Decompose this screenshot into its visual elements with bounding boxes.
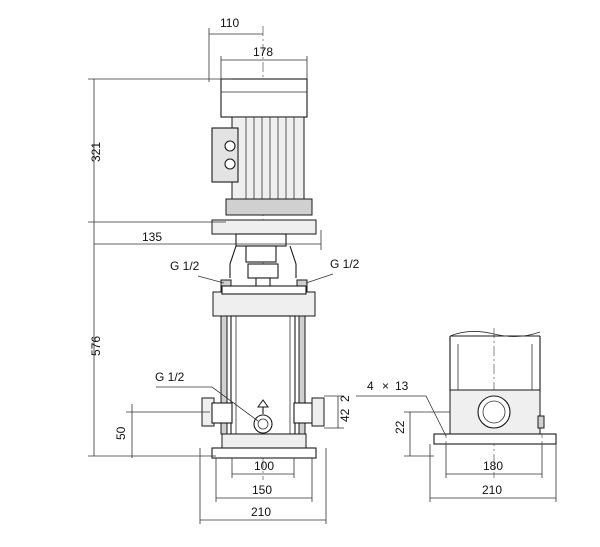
side-view [433, 328, 557, 478]
outlet-flange [311, 397, 325, 427]
side-break-line [449, 331, 541, 337]
label-drain: G 1/2 [155, 370, 185, 384]
label-vent-left: G 1/2 [170, 259, 200, 273]
dimension-side-base-width: 180 [483, 459, 503, 473]
dimension-port-offset: 42 [338, 408, 352, 422]
label-vent-right: G 1/2 [330, 257, 360, 271]
motor-fan-cover [220, 78, 308, 118]
coupling-housing [211, 219, 317, 293]
drain-plug [253, 414, 273, 434]
dimension-total-height: 576 [89, 336, 103, 356]
pump-head-top [221, 285, 307, 295]
dimension-coupling-width: 135 [142, 230, 162, 244]
dimension-side-total-width: 210 [482, 483, 502, 497]
dimension-side-base-height: 22 [393, 420, 407, 434]
motor-flange [225, 198, 313, 216]
label-bolt-size: 13 [395, 379, 409, 393]
motor [211, 78, 313, 216]
cable-gland-lower [224, 158, 236, 170]
lantern-left [229, 245, 237, 278]
side-sleeve-outline [449, 335, 541, 392]
dimension-inlet-height: 50 [114, 426, 128, 440]
pump-head [212, 291, 316, 317]
dimension-port-offset-half: 2 [338, 395, 352, 402]
base-plate-upper [221, 433, 307, 449]
dimension-motor-offset: 110 [220, 16, 239, 30]
leader-vent-left [197, 275, 225, 284]
terminal-box [211, 127, 239, 183]
leader-bolt [356, 395, 447, 437]
base-plate [211, 447, 317, 459]
pump-sleeve [230, 315, 296, 435]
leader-vent-right [305, 273, 334, 284]
seal-window [247, 263, 279, 279]
dimension-base-inner: 100 [254, 459, 274, 473]
shaft-seal [245, 245, 277, 263]
dimension-motor-height: 321 [89, 142, 103, 162]
side-drain [537, 415, 545, 429]
motor-body [231, 116, 305, 200]
dimension-base-middle: 150 [252, 483, 272, 497]
leader-drain [156, 386, 259, 422]
front-dimensions: 110 178 321 576 135 G 1/2 G 1/2 G 1/2 50 [88, 16, 360, 524]
cable-gland-upper [224, 140, 236, 152]
dimension-base-total: 210 [251, 505, 271, 519]
label-bolt-count: 4 [367, 379, 374, 393]
side-base-plate [433, 433, 557, 445]
side-dimensions: 4 × 13 22 180 210 [356, 379, 557, 502]
label-bolt-times: × [382, 379, 389, 393]
motor-stool-top [211, 219, 317, 235]
drain-plug-inner [257, 418, 269, 430]
lantern-right [289, 245, 297, 278]
inlet-port [211, 402, 233, 424]
dimension-motor-width: 178 [253, 45, 273, 59]
side-port-inner [482, 400, 506, 424]
front-view [201, 26, 325, 480]
outlet-port [293, 402, 315, 424]
